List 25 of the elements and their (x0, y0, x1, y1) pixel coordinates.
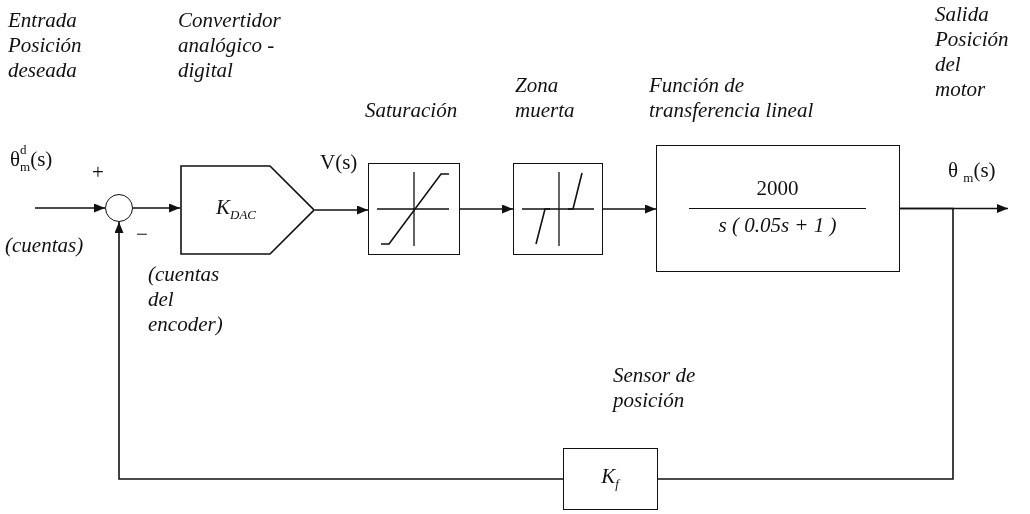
signal-label: V(s) (320, 150, 358, 175)
minus-sign: − (136, 222, 148, 247)
block-caption: Función de transferencia lineal (649, 73, 815, 123)
input-caption: Entrada Posición deseada (8, 8, 82, 83)
denominator: s ( 0.05s + 1 ) (717, 213, 838, 238)
numerator: 2000 (755, 176, 800, 201)
block-caption: Zona muerta (515, 73, 575, 123)
plus-sign: + (92, 160, 104, 185)
signal-label: θ$^{d}$$_{m}$(s) (10, 143, 53, 173)
feedback-unit-label: (cuentas del encoder) (148, 262, 223, 337)
signal-label: θ $_{m}$(s) (948, 158, 996, 184)
signal-arrow (34, 203, 106, 213)
signal-arrow (602, 204, 657, 214)
block-caption: Sensor de posición (613, 363, 697, 413)
gain-label: K$_{DAC}$ (216, 195, 256, 221)
signal-arrow (459, 204, 514, 214)
gain-label: K$_{f}$ (600, 464, 622, 490)
signal-arrow (132, 203, 181, 213)
unit-label: (cuentas) (5, 233, 84, 258)
output-caption: Salida Posición del motor (935, 2, 1009, 102)
block-caption: Convertidor analógico -digital (178, 8, 281, 83)
signal-arrow (114, 221, 564, 480)
signal-arrow (314, 205, 369, 215)
block-caption: Saturación (365, 98, 458, 123)
summing-junction (105, 194, 133, 222)
